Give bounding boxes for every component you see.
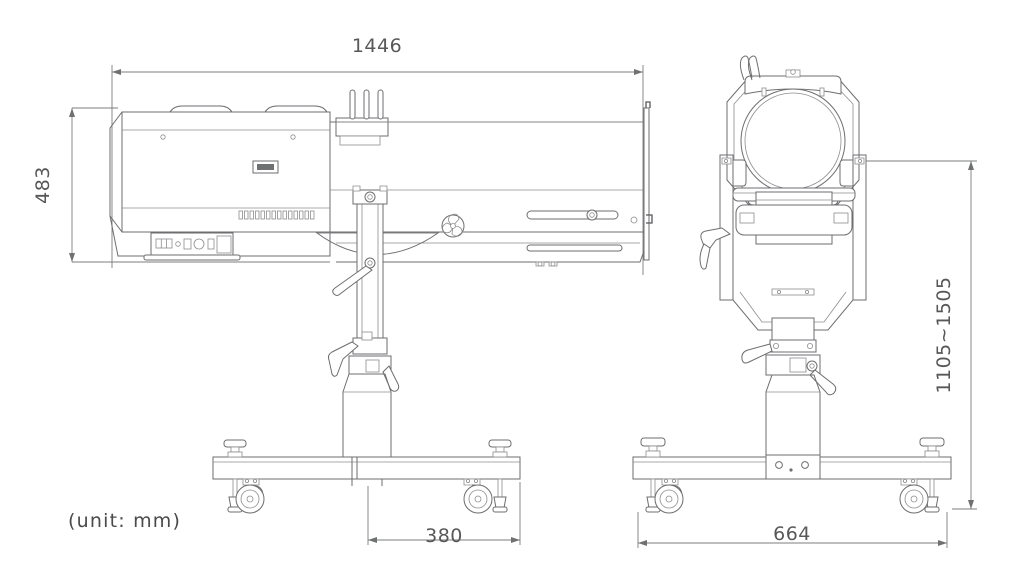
dimension-base-depth bbox=[367, 482, 521, 545]
dimension-label-base-width: 664 bbox=[773, 523, 811, 545]
antenna-rods bbox=[349, 89, 384, 120]
control-panel[interactable] bbox=[143, 232, 241, 261]
dimension-overall-length bbox=[111, 65, 644, 275]
height-lock-lever-lower[interactable] bbox=[382, 365, 400, 392]
side-view-base bbox=[212, 439, 521, 514]
tilt-lock-lever[interactable] bbox=[332, 257, 376, 296]
caster-front-left bbox=[654, 478, 684, 514]
caster-left bbox=[235, 478, 265, 514]
front-view-head bbox=[726, 55, 860, 206]
dimension-label-overall-length: 1446 bbox=[352, 35, 402, 57]
front-view-yoke bbox=[699, 154, 867, 461]
tilt-crank-handle[interactable] bbox=[699, 227, 731, 270]
leveling-foot-front-right[interactable] bbox=[919, 437, 945, 513]
side-view-lamp-body bbox=[109, 105, 331, 261]
dimension-base-width bbox=[637, 512, 948, 548]
side-view-tilt-mechanism bbox=[315, 185, 440, 486]
caster-right bbox=[463, 478, 493, 514]
dimension-label-base-depth: 380 bbox=[425, 525, 463, 547]
front-view-base bbox=[632, 437, 952, 514]
barrel-bottom-fasteners bbox=[535, 261, 558, 267]
unit-note: (unit: mm) bbox=[68, 510, 181, 532]
dimension-height-range bbox=[866, 160, 977, 510]
fan-icon bbox=[441, 213, 465, 238]
caster-front-right bbox=[899, 478, 929, 514]
side-view-lens-barrel bbox=[330, 89, 653, 267]
dimension-label-overall-height: 483 bbox=[32, 166, 54, 204]
height-lock-lever-upper[interactable] bbox=[327, 341, 359, 377]
leveling-foot-right[interactable] bbox=[488, 439, 512, 513]
dimension-overall-height bbox=[69, 107, 330, 263]
vent-grille bbox=[238, 210, 315, 220]
focus-slider[interactable] bbox=[526, 209, 619, 221]
dimension-label-height-range: 1105~1505 bbox=[933, 276, 955, 393]
